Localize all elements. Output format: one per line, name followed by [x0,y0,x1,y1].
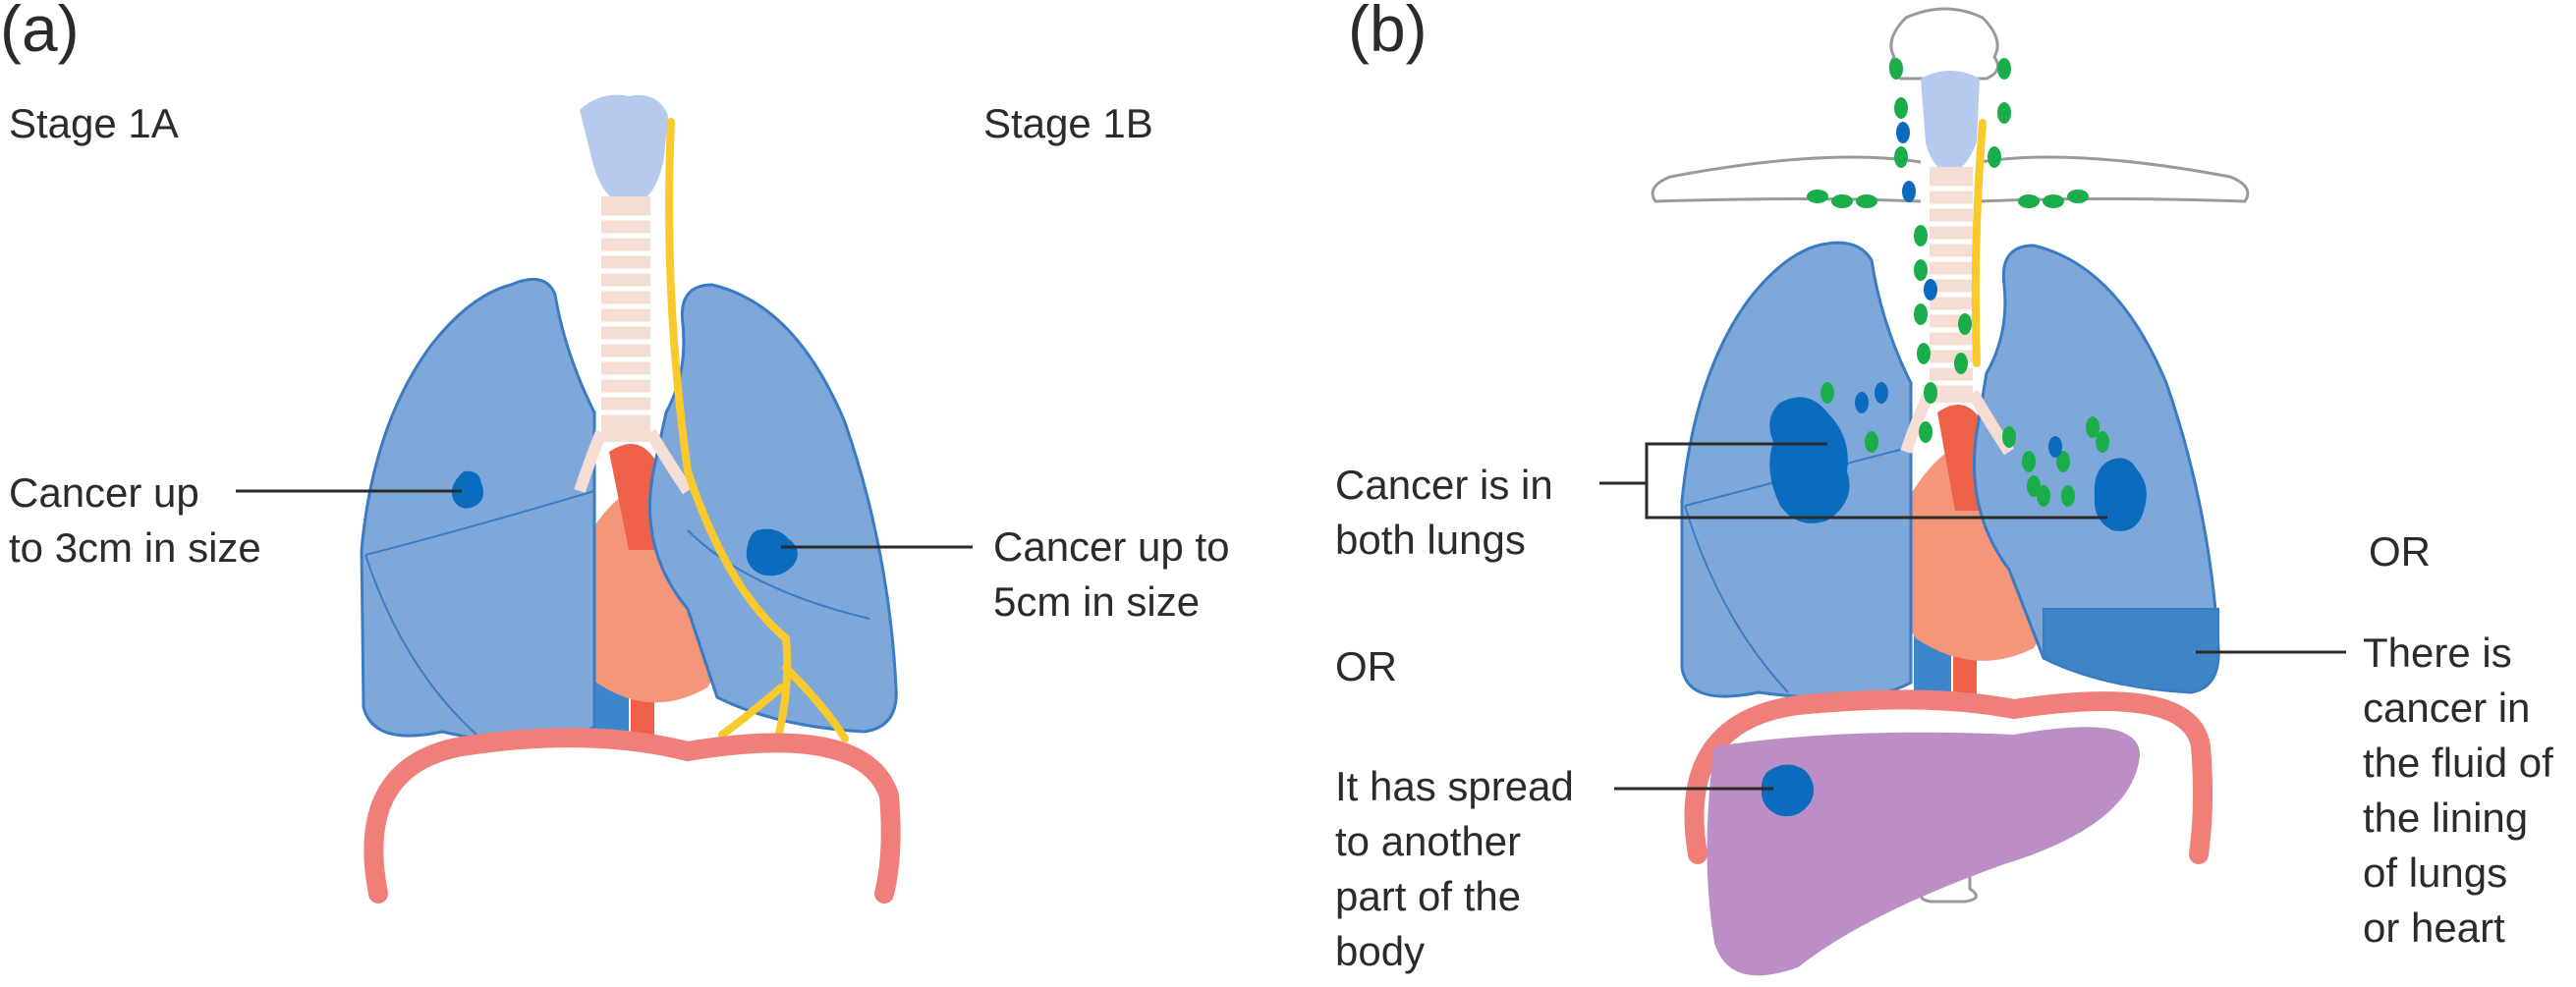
tumour-right-lung-b [2094,458,2147,531]
nerve-b [1971,119,1987,367]
nerve [665,118,849,750]
panel-b-anatomy [1599,7,2346,976]
left-lung [360,277,596,744]
annotation-cancer-3cm: Cancer up to 3cm in size [9,469,261,571]
larynx-b [1921,71,1980,172]
larynx [580,94,668,206]
pleural-fluid [2043,608,2220,694]
annotation-fluid: There is cancer in the fluid of the lini… [2363,630,2553,951]
annotation-both-lungs: Cancer is in both lungs [1335,462,1553,563]
lymph-nodes [1807,58,2109,507]
skull-outline [1888,7,2000,81]
right-lung [648,283,898,734]
tumour-3cm [451,470,483,509]
tumour-liver [1761,764,1815,817]
bracket-both-lungs [1599,442,2107,520]
tumour-left-lung-b [1769,397,1850,523]
annotation-or-right: OR [2369,528,2431,575]
annotation-spread: It has spread to another part of the bod… [1335,763,1574,974]
affected-lymph-nodes [1855,122,2062,458]
bronchi [574,428,693,495]
tumour-5cm [746,528,798,576]
diaphragm-b [1684,689,2213,864]
panel-a-anatomy [236,94,973,904]
left-lung-fissure [364,490,595,736]
annotation-cancer-5cm: Cancer up to 5cm in size [993,523,1230,625]
pulmonary-artery [609,444,660,550]
diaphragm [364,728,901,904]
annotation-or-left: OR [1335,643,1397,689]
right-lung-fissure [687,529,870,620]
stage-1b-label: Stage 1B [983,100,1153,146]
stage-1a-label: Stage 1A [9,100,179,146]
liver [1707,727,2141,976]
trachea-rings [601,215,650,415]
panel-label-b: (b) [1348,0,1428,65]
panel-label-a: (a) [0,0,80,65]
